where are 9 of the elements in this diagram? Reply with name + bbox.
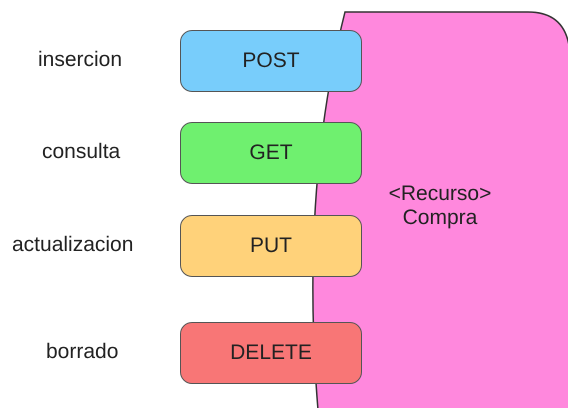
operation-label: borrado bbox=[46, 340, 118, 364]
method-box: POST bbox=[180, 30, 362, 92]
operation-label: insercion bbox=[38, 48, 122, 72]
operation-label: actualizacion bbox=[12, 233, 134, 257]
method-box: DELETE bbox=[180, 322, 362, 384]
resource-label: <Recurso> Compra bbox=[388, 182, 492, 230]
method-box: PUT bbox=[180, 215, 362, 277]
method-box: GET bbox=[180, 122, 362, 184]
operation-label: consulta bbox=[42, 140, 120, 164]
